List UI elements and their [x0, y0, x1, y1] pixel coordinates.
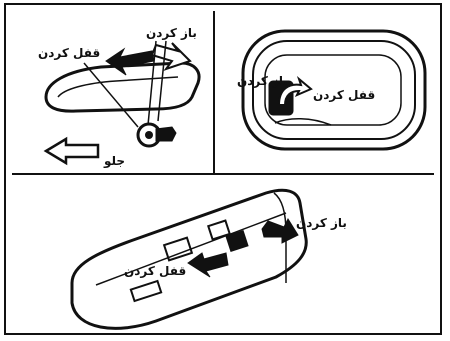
- armrest-body: [72, 190, 306, 328]
- lock-label: قفل کردن: [124, 265, 186, 277]
- unlock-label: باز کردن: [146, 27, 197, 39]
- unlock-arrow-icon: [262, 219, 298, 243]
- lock-switch: [164, 238, 192, 261]
- lock-arrow-icon: [106, 49, 154, 75]
- unlock-label: باز کردن: [296, 217, 347, 229]
- front-arrow-icon: [46, 139, 98, 163]
- front-label: جلو: [104, 155, 125, 167]
- figure-frame: قفل کردن باز کردن جلو باز کردن قفل کردن: [4, 3, 442, 335]
- lock-label: قفل کردن: [38, 47, 100, 59]
- panel-interior-handle: باز کردن قفل کردن: [215, 5, 442, 171]
- lock-arrow-icon: [188, 253, 228, 277]
- armrest-drawing: [6, 173, 442, 335]
- panel-armrest-switch: باز کردن قفل کردن: [6, 173, 442, 335]
- unlock-label: باز کردن: [237, 75, 288, 87]
- key-icon: [156, 127, 176, 141]
- panel-exterior-handle: قفل کردن باز کردن جلو: [6, 5, 211, 171]
- leader-line-lock: [84, 63, 138, 127]
- lock-label: قفل کردن: [313, 89, 375, 101]
- window-switch: [131, 281, 161, 301]
- key-slot: [145, 131, 153, 139]
